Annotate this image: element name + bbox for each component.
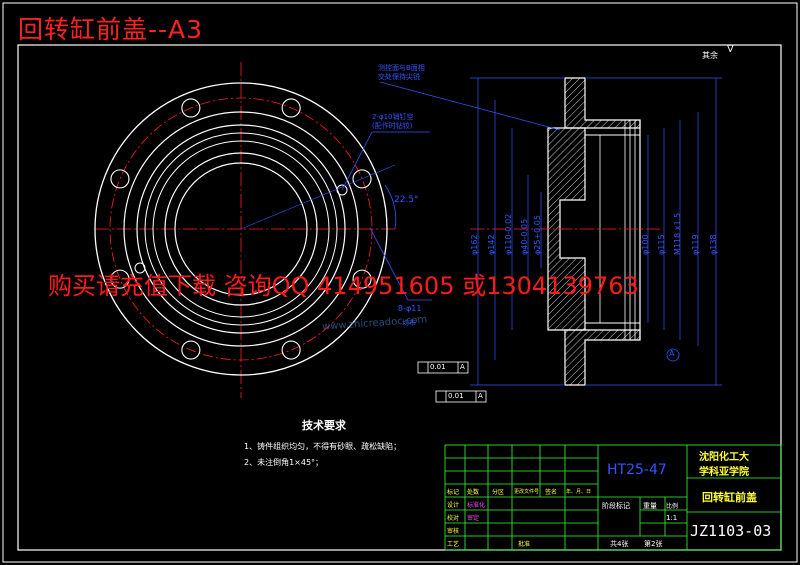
- dimension-label: φ119: [691, 234, 700, 255]
- tech-requirement-2: 2、未注倒角1×45°；: [244, 458, 324, 467]
- front-view-annotations: [240, 131, 432, 301]
- pin-hole-2: [134, 262, 146, 274]
- material-label: HT25-47: [607, 462, 667, 478]
- tb-check: 审核: [447, 528, 460, 535]
- tb-zone: 分区: [492, 489, 505, 496]
- drawing-title: 回转缸前盖--A3: [18, 15, 204, 44]
- watermark-text: 购买请充值下载 咨询QQ 414951605 或1304139763: [48, 272, 639, 300]
- roughness-icon: ∇: [727, 44, 734, 55]
- tb-count: 处数: [467, 489, 480, 496]
- roughness-note: 其余: [702, 51, 718, 60]
- angle-label: 22.5°: [394, 195, 419, 205]
- bolt-hole: [352, 169, 372, 189]
- tb-standardize: 标准化: [467, 502, 486, 509]
- datum-a-label: A: [669, 349, 675, 358]
- part-name: 回转缸前盖: [702, 491, 757, 504]
- tb-design: 设计: [447, 502, 460, 509]
- bolt-hole: [110, 269, 130, 289]
- note-holes-11: 8-φ11: [398, 304, 422, 313]
- tb-doc: 更改文件号: [514, 489, 540, 495]
- pin-hole-1: [336, 184, 348, 196]
- flange-circle-4: [144, 132, 338, 326]
- flange-circle-2: [123, 111, 359, 347]
- inner-frame: [17, 44, 782, 551]
- tb-mark: 标记: [447, 489, 460, 496]
- dimension-label: φ162: [470, 234, 479, 255]
- scale-label: 比例: [666, 503, 679, 510]
- flange-circle-5: [152, 140, 330, 318]
- outer-flange-circle: [94, 82, 388, 376]
- dimension-label: φ40-0.05: [520, 218, 529, 255]
- dimension-label: φ110-0.02: [504, 213, 513, 255]
- title-block: [444, 444, 782, 551]
- tb-proof: 校对: [447, 515, 460, 522]
- dimension-label: φ138: [709, 234, 718, 255]
- side-section-view: [379, 77, 722, 386]
- tb-date: 年、月、日: [566, 489, 592, 495]
- inner-bore-circle: [174, 162, 308, 296]
- bolt-hole: [352, 269, 372, 289]
- bolt-hole: [181, 340, 201, 360]
- sheets-total: 共4张: [610, 540, 629, 548]
- tb-process: 工艺: [447, 541, 460, 548]
- tolerance-1-value: 0.01: [430, 363, 446, 371]
- front-view: [94, 62, 395, 398]
- dimension-label: M118 x1.5: [673, 212, 682, 255]
- dimension-label: φ142: [487, 234, 496, 255]
- bolt-hole: [181, 98, 201, 118]
- note-holes-10: 2-φ10销钉空 (配作时钻铰): [372, 113, 414, 130]
- tb-weight: 重量: [643, 502, 657, 510]
- note-holes-11-sub: 均布: [402, 319, 416, 327]
- drawing-number: JZ1103-03: [690, 522, 772, 540]
- datum-a-marker: [666, 348, 680, 362]
- bolt-holes: [110, 98, 372, 360]
- tech-requirement-1: 1、铸件组织均匀，不得有砂眼、疏松缺陷；: [244, 442, 402, 451]
- flange-circle-3: [136, 124, 346, 334]
- sheet-number: 第2张: [644, 540, 663, 548]
- bolt-circle: [109, 97, 373, 361]
- bore-circle: [164, 152, 318, 306]
- tolerance-2-ref: A: [478, 392, 483, 400]
- tb-stage-mark: 阶段标记: [602, 502, 630, 510]
- note-top: 测控面与B面相 交处保持尖锐: [378, 64, 425, 81]
- tb-approve: 批准: [518, 541, 531, 548]
- bolt-hole: [281, 98, 301, 118]
- school-line-2: 学科亚学院: [699, 467, 749, 478]
- tolerance-2-value: 0.01: [448, 392, 464, 400]
- dimension-label: φ25+0.05: [533, 215, 542, 255]
- tolerance-frame-2: [435, 390, 487, 403]
- tolerance-frame-1: [417, 361, 469, 374]
- tolerance-1-ref: A: [460, 363, 465, 371]
- tb-review: 审定: [467, 515, 480, 522]
- tb-sign: 签名: [545, 489, 558, 496]
- dimension-label: φ100: [641, 234, 650, 255]
- dimension-label: φ115: [657, 234, 666, 255]
- bolt-hole: [281, 340, 301, 360]
- scale-value: 1:1: [666, 514, 678, 522]
- tech-requirements-title: 技术要求: [302, 419, 346, 432]
- bolt-hole: [110, 169, 130, 189]
- school-line-1: 沈阳化工大: [699, 452, 749, 463]
